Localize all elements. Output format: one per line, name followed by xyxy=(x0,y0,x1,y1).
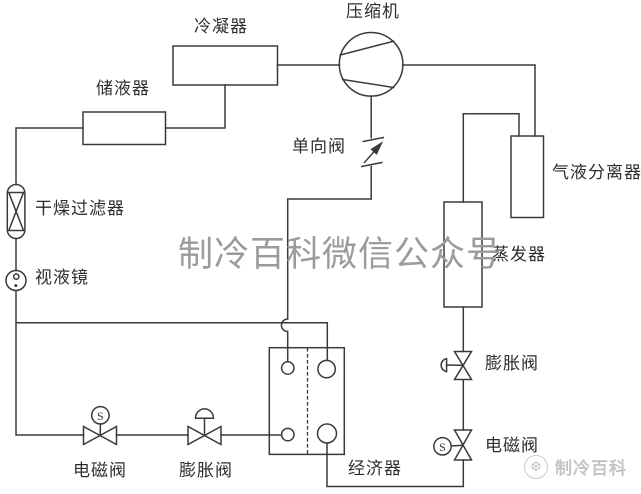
expansion-valve-right-symbol xyxy=(440,350,473,381)
pipe-receiver-to-filter xyxy=(15,127,84,186)
brand-text: 制冷百科 xyxy=(555,459,627,478)
label-solenoid-valve-left: 电磁阀 xyxy=(73,461,127,480)
label-gas-liquid-separator: 气液分离器 xyxy=(552,163,641,182)
pipe-compressor-to-separator xyxy=(401,64,536,137)
pipe-liquid-branch-to-economizer xyxy=(15,322,329,362)
label-filter-drier: 干燥过滤器 xyxy=(35,199,125,218)
label-check-valve: 单向阀 xyxy=(292,137,346,156)
economizer-symbol xyxy=(268,346,346,456)
solenoid-valve-left-symbol: S xyxy=(82,405,118,446)
compressor-symbol xyxy=(338,31,404,97)
label-solenoid-valve-right: 电磁阀 xyxy=(485,436,539,455)
label-evaporator: 蒸发器 xyxy=(492,245,546,264)
label-economizer: 经济器 xyxy=(348,459,402,478)
condenser-symbol xyxy=(172,45,279,86)
label-expansion-valve-left: 膨胀阀 xyxy=(179,461,233,480)
evaporator-symbol xyxy=(443,201,483,308)
pipe-condenser-to-receiver xyxy=(164,84,226,129)
pipe-evaporator-to-separator xyxy=(462,112,520,203)
pipe-economizer-to-solenoid-right xyxy=(326,442,465,488)
label-sight-glass: 视液镜 xyxy=(35,268,89,287)
label-condenser: 冷凝器 xyxy=(194,17,248,36)
pipe-sight-glass-to-valves xyxy=(15,289,85,436)
receiver-symbol xyxy=(82,111,167,146)
watermark-text: 制冷百科微信公众号 xyxy=(178,235,503,274)
brand-logo-icon: ❆ xyxy=(524,454,548,479)
solenoid-valve-right-symbol: S xyxy=(433,429,473,461)
filter-drier-symbol xyxy=(6,183,26,240)
label-expansion-valve-right: 膨胀阀 xyxy=(485,354,539,373)
sight-glass-symbol xyxy=(5,269,27,292)
check-valve-symbol xyxy=(360,136,385,168)
brand-badge: ❆ 制冷百科 xyxy=(524,454,627,479)
expansion-valve-left-symbol xyxy=(187,408,222,446)
gas-liquid-separator-symbol xyxy=(510,135,545,219)
solenoid-left-letter: S xyxy=(97,409,104,423)
label-receiver: 储液器 xyxy=(96,79,150,98)
label-compressor: 压缩机 xyxy=(346,2,400,21)
solenoid-right-letter: S xyxy=(439,440,446,454)
